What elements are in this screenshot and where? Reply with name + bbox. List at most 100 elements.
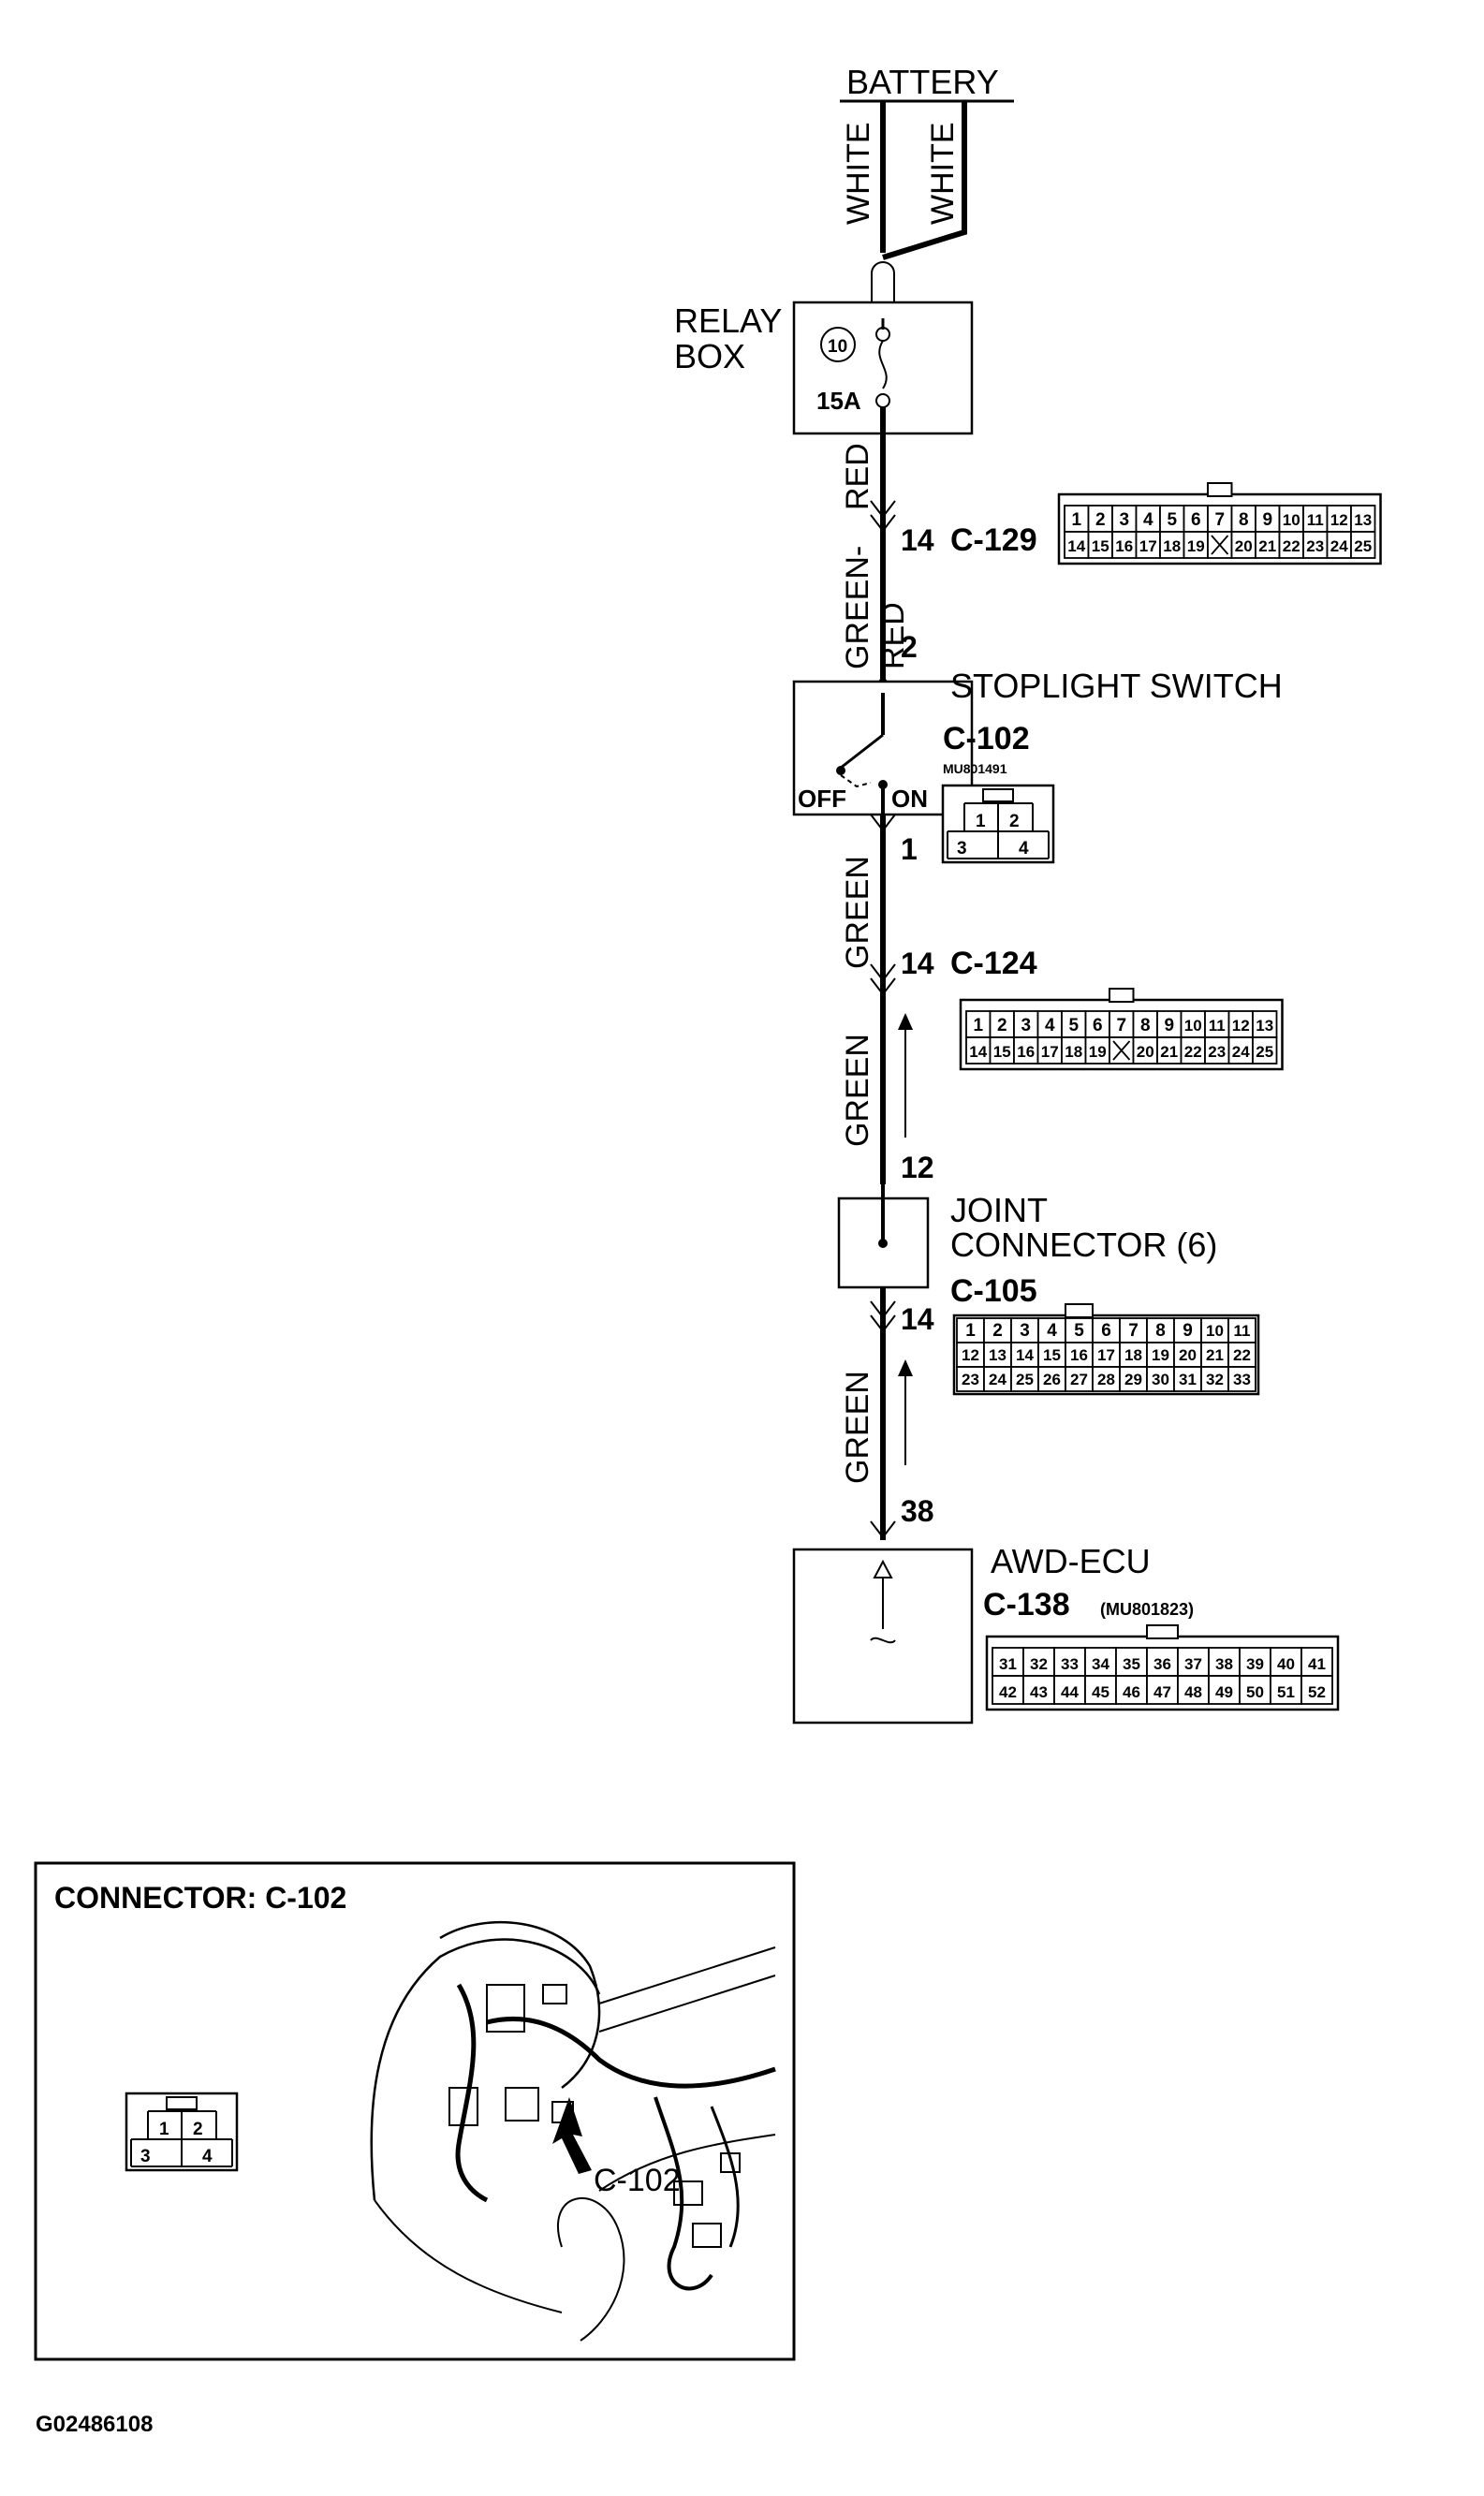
wire-color-battery-right: WHITE: [925, 122, 961, 225]
wire-color-green-2: GREEN: [840, 1034, 875, 1147]
pin-cell: [1156, 1036, 1183, 1064]
pin-label: 26: [1043, 1371, 1061, 1388]
blank-pin-mark: [1112, 1040, 1131, 1061]
pin-cell: [1084, 1647, 1117, 1677]
pin-label: 13: [989, 1346, 1006, 1364]
pin-label: 8: [1155, 1321, 1166, 1341]
pin-label: 18: [1163, 537, 1181, 555]
pin-label: 11: [1307, 511, 1324, 529]
pin-cell: [1350, 531, 1376, 559]
location-pin-3: 3: [140, 2147, 151, 2166]
pin-label: 15: [1043, 1346, 1061, 1364]
pin-label: 31: [999, 1655, 1017, 1673]
pin-label: 12: [1232, 1017, 1250, 1035]
battery: BATTERY WHITE WHITE: [840, 63, 1014, 319]
pin-cell: [1255, 505, 1281, 533]
pin-label: 19: [1152, 1346, 1169, 1364]
pin-cell: [1207, 505, 1233, 533]
pin-label: 23: [1208, 1043, 1226, 1061]
pin-cell: [1239, 1675, 1271, 1705]
pin-label: 32: [1030, 1655, 1048, 1673]
switch-on-label: ON: [891, 785, 928, 813]
switch-pin-out: 1: [901, 832, 918, 866]
pin-label: 7: [1116, 1016, 1126, 1035]
figure-code: G02486108: [36, 2412, 153, 2437]
pin-label: 3: [1020, 1321, 1030, 1341]
ecu-part-number: (MU801823): [1100, 1600, 1194, 1619]
pin-cell: [1173, 1366, 1202, 1392]
pin-label: 43: [1030, 1683, 1048, 1701]
pin-label: 34: [1092, 1655, 1109, 1673]
pin-label: 10: [1206, 1322, 1224, 1340]
pin-label: 25: [1256, 1043, 1273, 1061]
pin-cell: [1278, 531, 1304, 559]
pin-label: 21: [1206, 1346, 1224, 1364]
wire-color-green-1: GREEN: [840, 856, 875, 969]
pin-cell: [1252, 1010, 1278, 1038]
pin-label: 23: [1306, 537, 1324, 555]
pin-label: 51: [1277, 1683, 1295, 1701]
pin-label: 14: [969, 1043, 987, 1061]
pin-label: 13: [1354, 511, 1372, 529]
joint-pin-in: 12: [901, 1151, 934, 1184]
location-pin-1: 1: [159, 2120, 169, 2139]
pin-label: 41: [1308, 1655, 1326, 1673]
pin-label: 46: [1123, 1683, 1140, 1701]
switch-off-label: OFF: [798, 785, 846, 813]
connector-key: [1109, 988, 1135, 1003]
pin-label: 12: [962, 1346, 979, 1364]
pin-label: 24: [989, 1371, 1006, 1388]
pin-cell: [1010, 1342, 1039, 1368]
joint-connector-name: C-105: [950, 1273, 1037, 1309]
pin-cell: [1227, 1366, 1256, 1392]
c124-name: C-124: [950, 946, 1037, 981]
joint-pin-out: 14: [901, 1302, 934, 1336]
switch-label: STOPLIGHT SWITCH: [950, 667, 1283, 705]
connector-key: [1065, 1303, 1094, 1318]
location-title: CONNECTOR: C-102: [54, 1881, 346, 1915]
pin-label: 18: [1065, 1043, 1082, 1061]
pin-cell: [1177, 1675, 1210, 1705]
pin-cell: [1300, 1675, 1333, 1705]
wire-color-red: RED: [840, 443, 875, 510]
pin-cell: [1302, 531, 1329, 559]
c124-pin: 14: [901, 947, 934, 980]
pin-label: 17: [1097, 1346, 1115, 1364]
pin-cell: [1159, 531, 1185, 559]
pin-cell: [989, 1036, 1015, 1064]
pin-label: 7: [1128, 1321, 1139, 1341]
pin-cell: [983, 1366, 1012, 1392]
pin-label: 30: [1152, 1371, 1169, 1388]
connector-key: [1207, 482, 1233, 497]
switch-pin-3: 3: [957, 839, 967, 859]
pin-label: 4: [1047, 1321, 1057, 1341]
pin-label: 10: [1184, 1017, 1202, 1035]
pin-cell: [965, 1036, 992, 1064]
pin-label: 11: [1209, 1017, 1226, 1035]
pin-cell: [1115, 1675, 1148, 1705]
pin-label: 29: [1124, 1371, 1142, 1388]
pin-label: 1: [1071, 510, 1081, 530]
pin-cell: [1208, 1675, 1241, 1705]
pin-cell: [1252, 1036, 1278, 1064]
pin-label: 19: [1089, 1043, 1107, 1061]
pin-label: 6: [1093, 1016, 1103, 1035]
pin-label: 39: [1246, 1655, 1264, 1673]
pin-label: 5: [1074, 1321, 1084, 1341]
pin-label: 20: [1179, 1346, 1197, 1364]
switch-pin-1: 1: [976, 812, 986, 831]
switch-part-number: MU801491: [943, 761, 1007, 776]
pin-label: 2: [997, 1016, 1007, 1035]
pin-label: 32: [1206, 1371, 1224, 1388]
switch-pin-2: 2: [1009, 812, 1020, 831]
switch-pin-4: 4: [1019, 839, 1029, 859]
pin-label: 14: [1016, 1346, 1034, 1364]
pin-label: 5: [1068, 1016, 1079, 1035]
pin-label: 14: [1067, 537, 1085, 555]
